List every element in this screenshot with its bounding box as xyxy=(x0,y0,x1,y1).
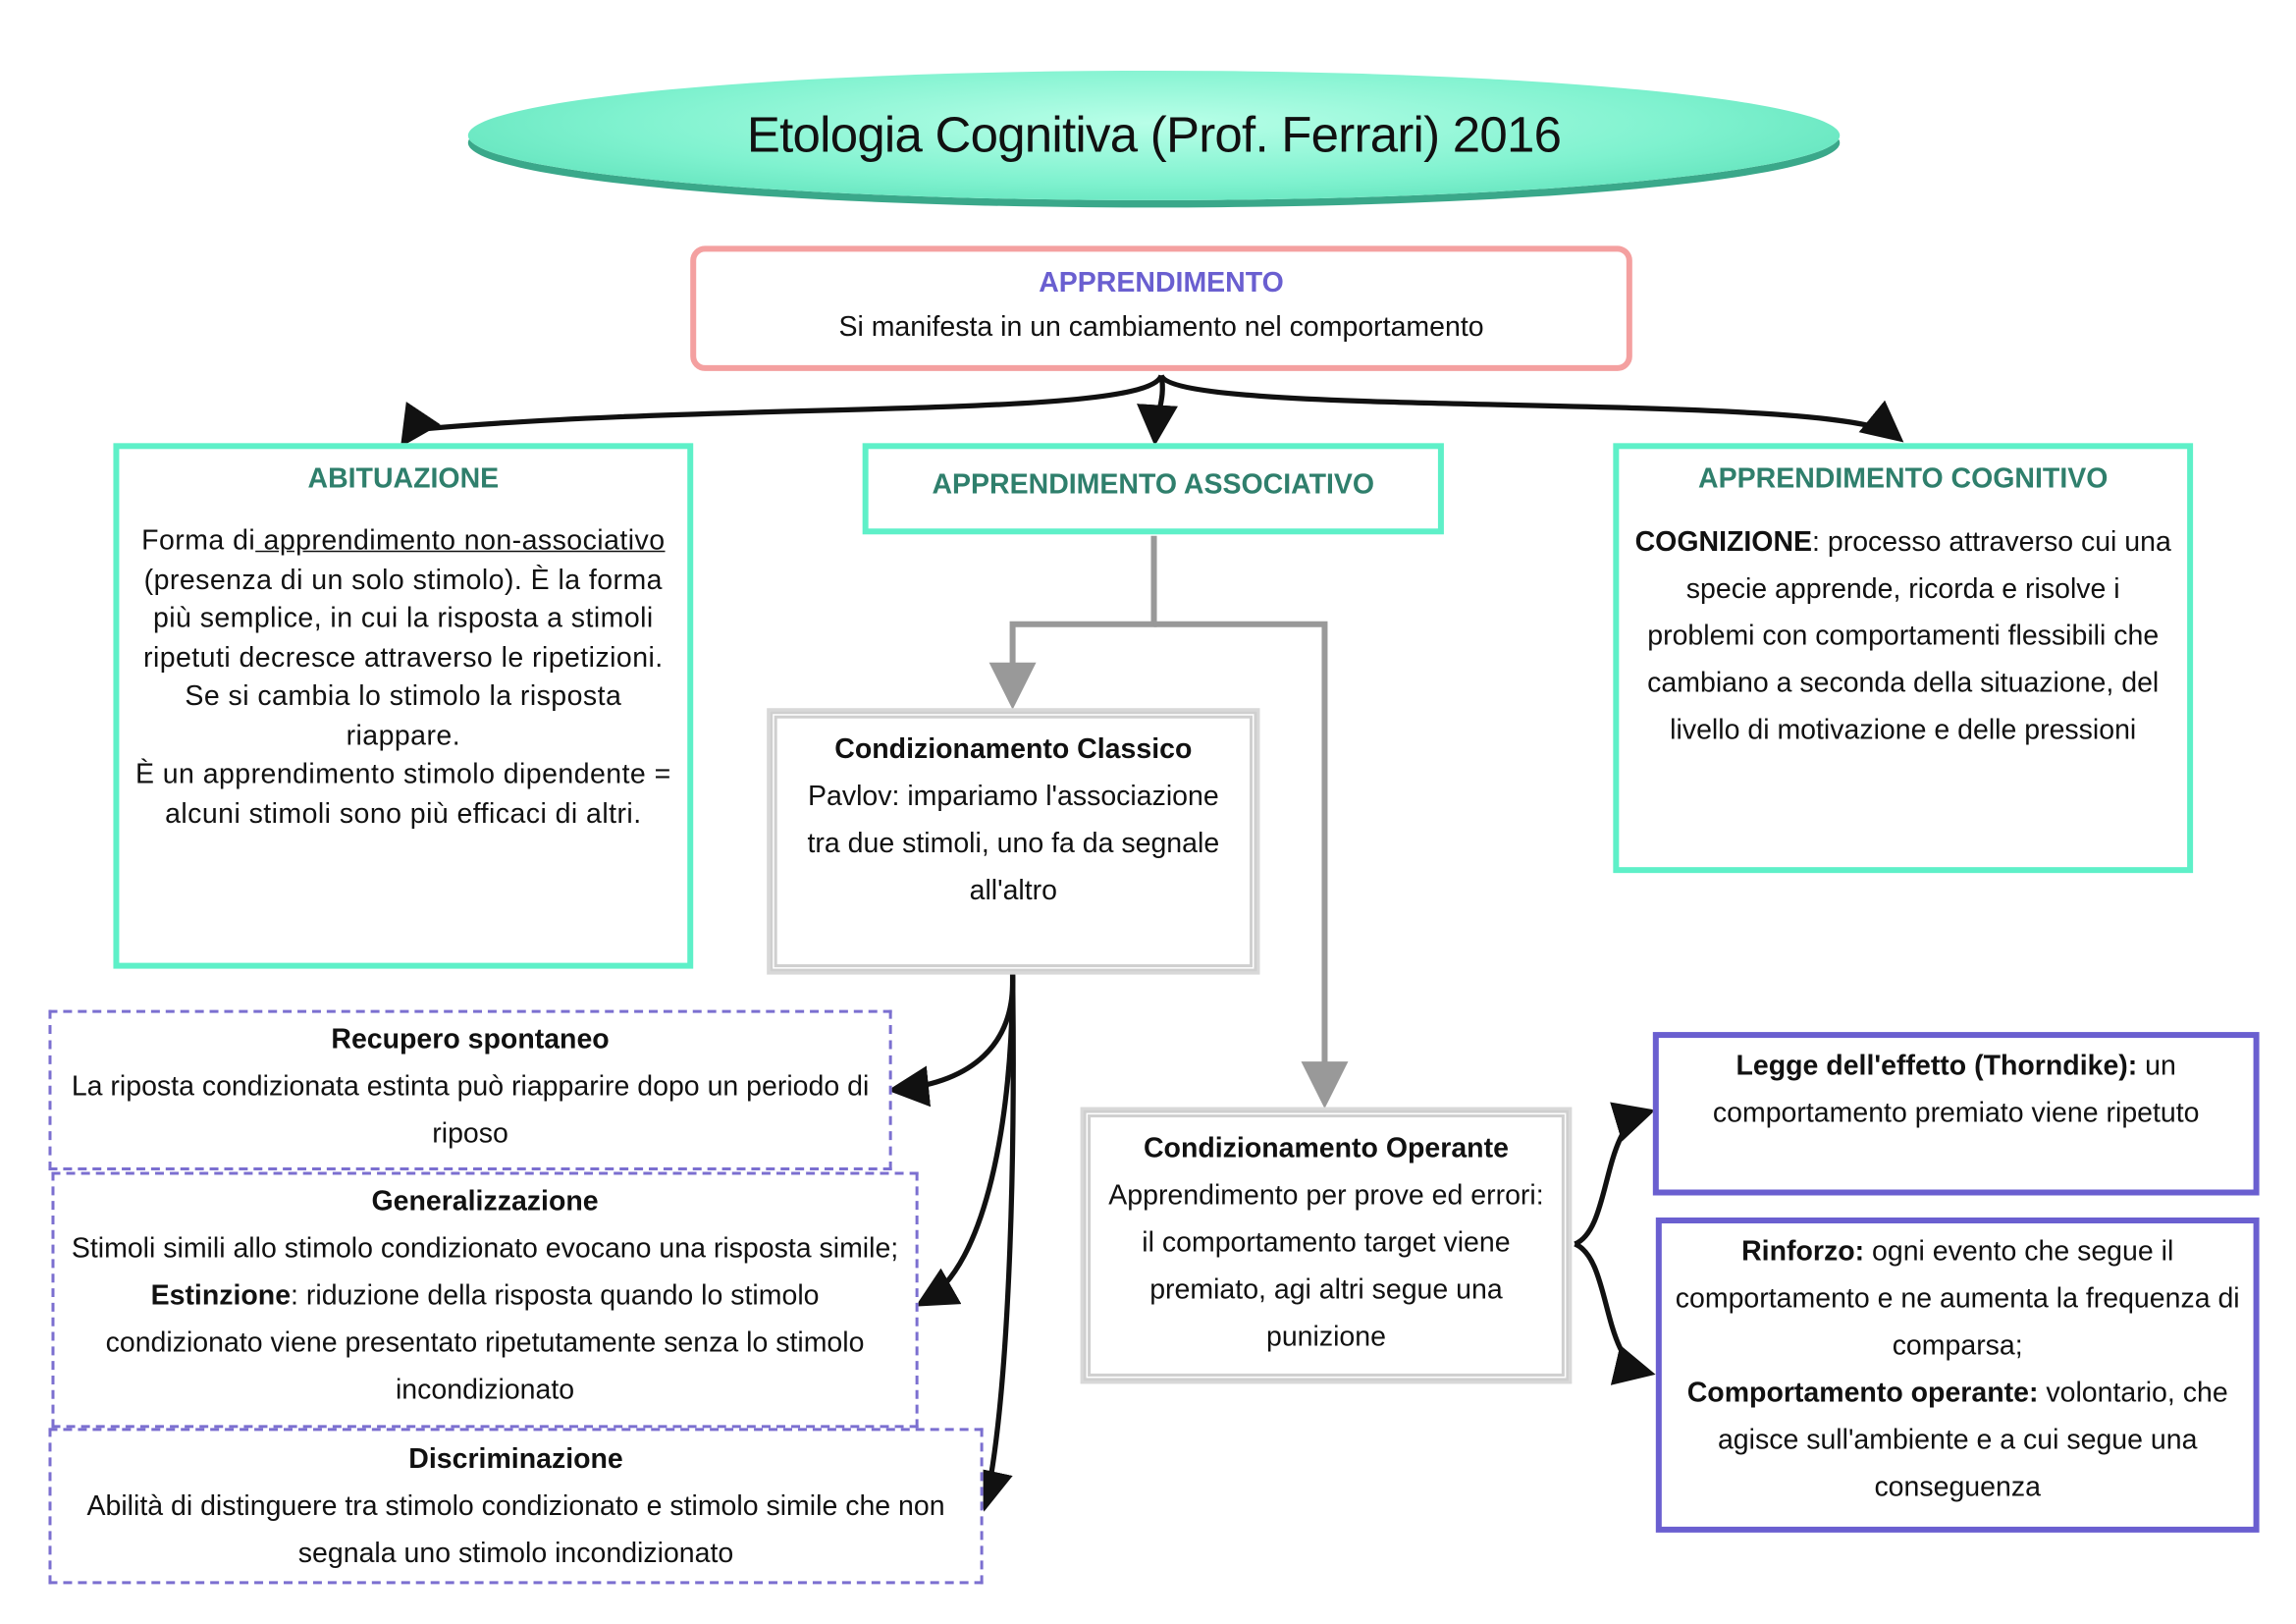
classico-box: Condizionamento Classico Pavlov: imparia… xyxy=(767,708,1260,975)
apprendimento-box: APPRENDIMENTO Si manifesta in un cambiam… xyxy=(690,245,1632,371)
discriminazione-box: Discriminazione Abilità di distinguere t… xyxy=(48,1428,984,1585)
apprendimento-text: Si manifesta in un cambiamento nel compo… xyxy=(838,311,1484,344)
discriminazione-heading: Discriminazione xyxy=(408,1443,623,1476)
discriminazione-text: Abilità di distinguere tra stimolo condi… xyxy=(86,1490,945,1570)
generalizzazione-box: Generalizzazione Stimoli simili allo sti… xyxy=(51,1171,919,1429)
operante-text: Apprendimento per prove ed errori: il co… xyxy=(1108,1180,1544,1353)
classico-text: Pavlov: impariamo l'associazione tra due… xyxy=(807,782,1220,907)
cognitivo-heading: APPRENDIMENTO COGNITIVO xyxy=(1698,463,2109,495)
apprendimento-heading: APPRENDIMENTO xyxy=(1039,267,1284,299)
operante-box: Condizionamento Operante Apprendimento p… xyxy=(1080,1107,1573,1384)
abituazione-heading: ABITUAZIONE xyxy=(307,463,500,495)
associativo-heading: APPRENDIMENTO ASSOCIATIVO xyxy=(932,469,1375,501)
operante-heading: Condizionamento Operante xyxy=(1143,1133,1509,1165)
connector-discriminazione xyxy=(972,974,1016,1512)
connector-rinforzo xyxy=(1574,1241,1656,1385)
page-title: Etologia Cognitiva (Prof. Ferrari) 2016 xyxy=(746,106,1562,163)
rinforzo-box: Rinforzo: ogni evento che segue il compo… xyxy=(1655,1218,2260,1533)
connector-associativo xyxy=(1137,374,1178,447)
recupero-box: Recupero spontaneo La riposta condiziona… xyxy=(48,1009,892,1171)
recupero-text: La riposta condizionata estinta può riap… xyxy=(71,1071,870,1151)
generalizzazione-heading: Generalizzazione xyxy=(371,1186,599,1218)
abituazione-text: Forma di apprendimento non-associativo (… xyxy=(134,525,671,830)
legge-text: Legge dell'effetto (Thorndike): un compo… xyxy=(1712,1051,2200,1130)
connector-cognitivo xyxy=(1158,373,1904,443)
legge-box: Legge dell'effetto (Thorndike): un compo… xyxy=(1652,1032,2260,1196)
generalizzazione-text: Stimoli simili allo stimolo condizionato… xyxy=(71,1233,899,1406)
connector-recupero xyxy=(887,974,1016,1108)
rinforzo-text: Rinforzo: ogni evento che segue il compo… xyxy=(1675,1236,2240,1503)
recupero-heading: Recupero spontaneo xyxy=(331,1024,610,1056)
abituazione-box: ABITUAZIONE Forma di apprendimento non-a… xyxy=(113,443,694,969)
classico-heading: Condizionamento Classico xyxy=(834,734,1193,766)
title-ellipse: Etologia Cognitiva (Prof. Ferrari) 2016 xyxy=(467,70,1841,200)
cognitivo-text: COGNIZIONE: processo attraverso cui una … xyxy=(1634,526,2171,747)
associativo-box: APPRENDIMENTO ASSOCIATIVO xyxy=(862,443,1444,535)
connector-legge xyxy=(1574,1102,1656,1247)
cognitivo-box: APPRENDIMENTO COGNITIVO COGNIZIONE: proc… xyxy=(1613,443,2194,874)
connector-generalizzazione xyxy=(915,974,1016,1307)
connector-abituazione xyxy=(400,374,1164,448)
